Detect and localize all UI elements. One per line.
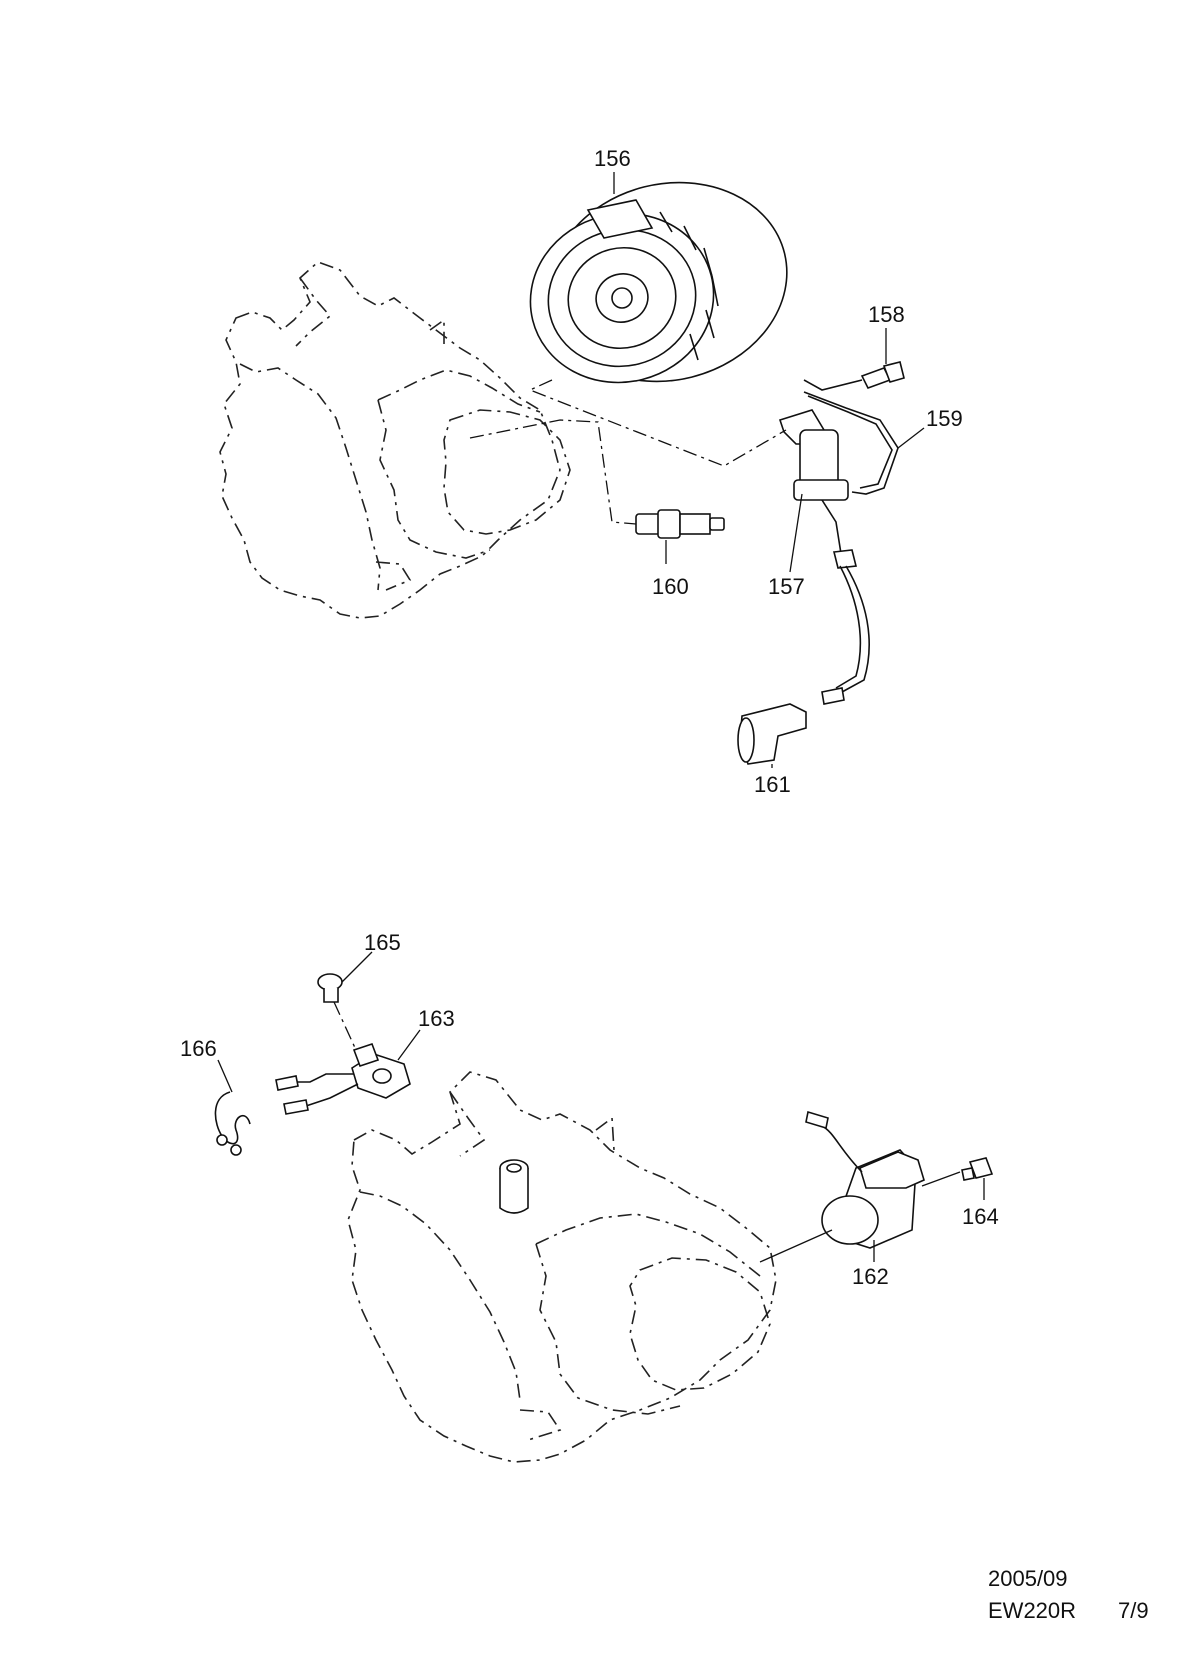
bottom-callout-leaders xyxy=(217,951,985,1263)
footer-model: EW220R xyxy=(988,1598,1077,1623)
callout-161: 161 xyxy=(754,772,791,797)
callout-163: 163 xyxy=(418,1006,455,1031)
screw-part xyxy=(317,973,357,1051)
callout-159: 159 xyxy=(926,406,963,431)
top-connection-lines xyxy=(469,379,787,525)
flywheel-part xyxy=(529,181,788,384)
callout-160: 160 xyxy=(652,574,689,599)
ignition-terminal-part xyxy=(803,361,905,391)
callout-162: 162 xyxy=(852,1264,889,1289)
ignition-coil-part xyxy=(778,391,899,705)
engine-outline-top xyxy=(219,261,571,619)
callout-166: 166 xyxy=(180,1036,217,1061)
stop-solenoid-part xyxy=(805,1110,925,1249)
spark-plug-part xyxy=(635,509,725,539)
switch-bracket-part xyxy=(275,1042,411,1115)
footer-date: 2005/09 xyxy=(988,1566,1068,1591)
sleeve-part xyxy=(499,1159,529,1214)
callout-156: 156 xyxy=(594,146,631,171)
callout-158: 158 xyxy=(868,302,905,327)
footer-page-number: 7/9 xyxy=(1118,1598,1149,1623)
top-callout-leaders xyxy=(613,172,925,768)
bolt-part xyxy=(961,1157,994,1181)
callout-157: 157 xyxy=(768,574,805,599)
wire-clip-part xyxy=(214,1091,251,1156)
plug-cap-part xyxy=(737,703,807,765)
callout-164: 164 xyxy=(962,1204,999,1229)
engine-outline-bottom xyxy=(347,1071,777,1463)
callout-165: 165 xyxy=(364,930,401,955)
